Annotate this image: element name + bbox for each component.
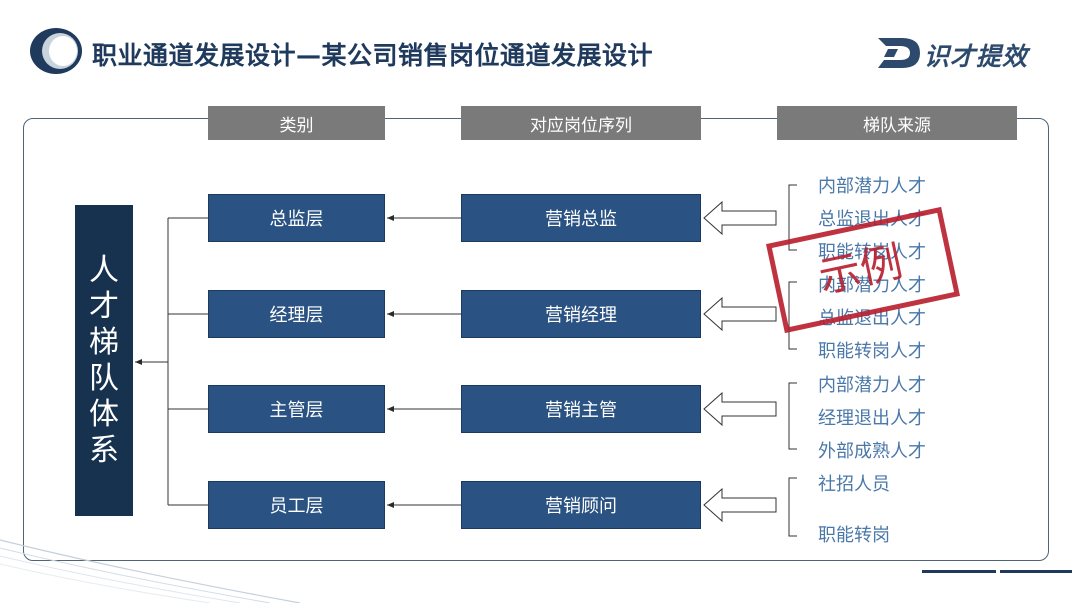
position-box: 营销顾问 [461,481,701,529]
brand-logo-icon [878,38,920,68]
source-item: 社招人员 [818,474,890,495]
talent-char: 体 [89,396,119,432]
header-category: 类别 [208,106,385,140]
level-box: 主管层 [208,385,385,433]
level-box: 总监层 [208,194,385,242]
talent-system-box: 人 才 梯 队 体 系 [75,205,133,516]
talent-char: 队 [89,360,119,396]
source-item: 经理退出人才 [818,408,926,429]
position-box: 营销经理 [461,290,701,338]
source-item: 职能转岗人才 [818,341,926,362]
talent-char: 人 [89,252,119,288]
source-item: 总监退出人才 [818,308,926,329]
decorative-swoosh-icon [0,539,301,603]
source-item: 内部潜力人才 [818,375,926,396]
example-stamp-icon [765,206,961,334]
source-item: 外部成熟人才 [818,441,926,462]
brand-name: 识才提效 [924,42,1029,71]
logo-ring-icon [30,28,82,74]
position-box: 营销总监 [461,194,701,242]
source-item: 内部潜力人才 [818,176,926,197]
level-box: 员工层 [208,481,385,529]
position-box: 营销主管 [461,385,701,433]
page-title: 职业通道发展设计—某公司销售岗位通道发展设计 [92,41,654,70]
talent-char: 系 [89,432,119,468]
footer-bar [922,570,996,573]
footer-bar [1000,570,1072,573]
talent-char: 梯 [89,324,119,360]
level-box: 经理层 [208,290,385,338]
source-item: 总监退出人才 [818,209,926,230]
header-source: 梯队来源 [777,106,1017,140]
source-item: 内部潜力人才 [818,275,926,296]
talent-char: 才 [89,288,119,324]
source-item: 职能转岗 [818,525,890,546]
source-item: 职能转岗人才 [818,242,926,263]
header-sequence: 对应岗位序列 [461,106,701,140]
